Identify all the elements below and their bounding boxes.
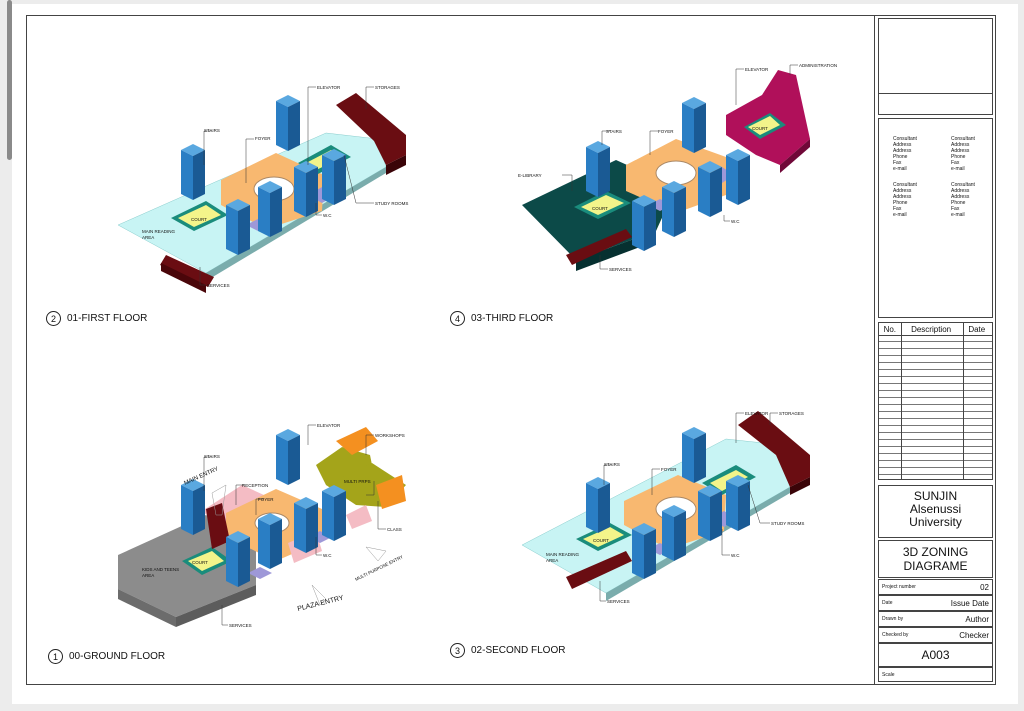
services-block xyxy=(566,551,632,589)
view-first-floor: STAIRS FOYER ELEVATOR STORAGES COURT STU… xyxy=(117,85,408,293)
court-zone xyxy=(178,205,221,227)
label-storages: STORAGES xyxy=(375,85,400,90)
label-stairs: STAIRS xyxy=(604,462,620,467)
court-zone xyxy=(581,195,624,215)
label-stairs: STAIRS xyxy=(204,128,220,133)
view-title: 02-SECOND FLOOR xyxy=(471,645,566,656)
label-wc: W.C xyxy=(731,553,740,558)
scale-row: Scale xyxy=(878,667,993,682)
window-scrollbar[interactable] xyxy=(7,0,12,160)
label-storages: STORAGES xyxy=(779,411,804,416)
stairs-block xyxy=(586,477,610,533)
logo-box xyxy=(878,18,993,115)
label-stairs: STAIRS xyxy=(606,129,622,134)
view-title-first-floor: 2 01-FIRST FLOOR xyxy=(46,311,147,326)
label-elibrary: E-LIBRARY xyxy=(518,173,542,178)
view-title: 00-GROUND FLOOR xyxy=(69,651,166,662)
label-wc: W.C xyxy=(731,219,740,224)
label-court-admin: COURT xyxy=(752,126,768,131)
label-area: AREA xyxy=(142,573,154,578)
label-area: AREA xyxy=(142,235,154,240)
stairs-block xyxy=(181,144,205,200)
sheet-number: A003 xyxy=(878,643,993,667)
sheet-border xyxy=(26,15,996,685)
view-third-floor: ELEVATOR ADMINISTRATION STAIRS FOYER E-L… xyxy=(518,63,837,272)
label-elevator: ELEVATOR xyxy=(745,411,769,416)
label-wc: W.C xyxy=(323,553,332,558)
storages-block xyxy=(738,411,810,487)
revision-table: No. Description Date xyxy=(878,322,993,480)
label-area: AREA xyxy=(546,558,558,563)
label-workshops: WORKSHOPS xyxy=(375,433,405,438)
revision-rows xyxy=(879,335,992,479)
view-second-floor: ELEVATOR STORAGES STAIRS FOYER STUDY ROO… xyxy=(521,411,810,604)
label-elevator: ELEVATOR xyxy=(317,85,341,90)
label-court: COURT xyxy=(593,538,609,543)
label-foyer: FOYER xyxy=(658,129,674,134)
label-foyer: FOYER xyxy=(661,467,677,472)
label-reception: RECEPTION xyxy=(242,483,268,488)
view-number: 2 xyxy=(46,311,61,326)
university-name: SUNJIN Alsenussi University xyxy=(878,485,993,538)
services-block xyxy=(566,229,632,265)
col-description: Description xyxy=(911,324,952,334)
view-ground-floor: ELEVATOR WORKSHOPS STAIRS MAIN ENTRY REC… xyxy=(118,423,406,628)
label-court: COURT xyxy=(192,560,208,565)
label-services: SERVICES xyxy=(607,599,630,604)
label-services: SERVICES xyxy=(609,267,632,272)
stairs-block xyxy=(181,479,205,535)
label-court: COURT xyxy=(191,217,207,222)
view-title: 01-FIRST FLOOR xyxy=(67,313,148,324)
label-kids-teens: KIDS AND TEENS xyxy=(142,567,179,572)
services-block xyxy=(206,503,230,549)
col-date: Date xyxy=(968,324,986,334)
label-study-rooms: STUDY ROOMS xyxy=(771,521,804,526)
label-main-reading: MAIN READING xyxy=(142,229,176,234)
services-block xyxy=(160,255,214,287)
court-zone xyxy=(583,527,624,547)
label-plaza-entry: PLAZA ENTRY xyxy=(297,595,345,613)
label-services: SERVICES xyxy=(229,623,252,628)
zoning-diagrams: STAIRS FOYER ELEVATOR STORAGES COURT STU… xyxy=(117,63,837,628)
label-main-reading: MAIN READING xyxy=(546,552,580,557)
view-number: 4 xyxy=(450,311,465,326)
view-title-ground-floor: 1 00-GROUND FLOOR xyxy=(48,649,165,664)
storages-block xyxy=(336,93,406,165)
view-title-second-floor: 3 02-SECOND FLOOR xyxy=(450,643,565,658)
label-multi-purpose-entry: MULTI PURPOSE ENTRY xyxy=(354,554,404,582)
label-court: COURT xyxy=(592,206,608,211)
court-zone xyxy=(188,551,224,571)
label-services: SERVICES xyxy=(207,283,230,288)
col-no: No. xyxy=(883,324,897,334)
label-administration: ADMINISTRATION xyxy=(799,63,837,68)
view-number: 1 xyxy=(48,649,63,664)
view-title-third-floor: 4 03-THIRD FLOOR xyxy=(450,311,553,326)
stairs-block xyxy=(586,141,610,197)
workshops-block xyxy=(336,427,378,455)
view-title: 03-THIRD FLOOR xyxy=(471,313,554,324)
label-foyer: FOYER xyxy=(258,497,274,502)
label-elevator: ELEVATOR xyxy=(745,67,769,72)
label-multi-purpose: MULTI PRPS xyxy=(344,479,371,484)
label-class: CLASS xyxy=(387,527,402,532)
label-elevator: ELEVATOR xyxy=(317,423,341,428)
drawing-area: STAIRS FOYER ELEVATOR STORAGES COURT STU… xyxy=(26,15,874,685)
class-block xyxy=(376,475,406,509)
drawing-title: 3D ZONING DIAGRAME xyxy=(878,540,993,578)
label-study-rooms: STUDY ROOMS xyxy=(375,201,408,206)
view-number: 3 xyxy=(450,643,465,658)
label-foyer: FOYER xyxy=(255,136,271,141)
label-wc: W.C xyxy=(323,213,332,218)
label-stairs: STAIRS xyxy=(204,454,220,459)
